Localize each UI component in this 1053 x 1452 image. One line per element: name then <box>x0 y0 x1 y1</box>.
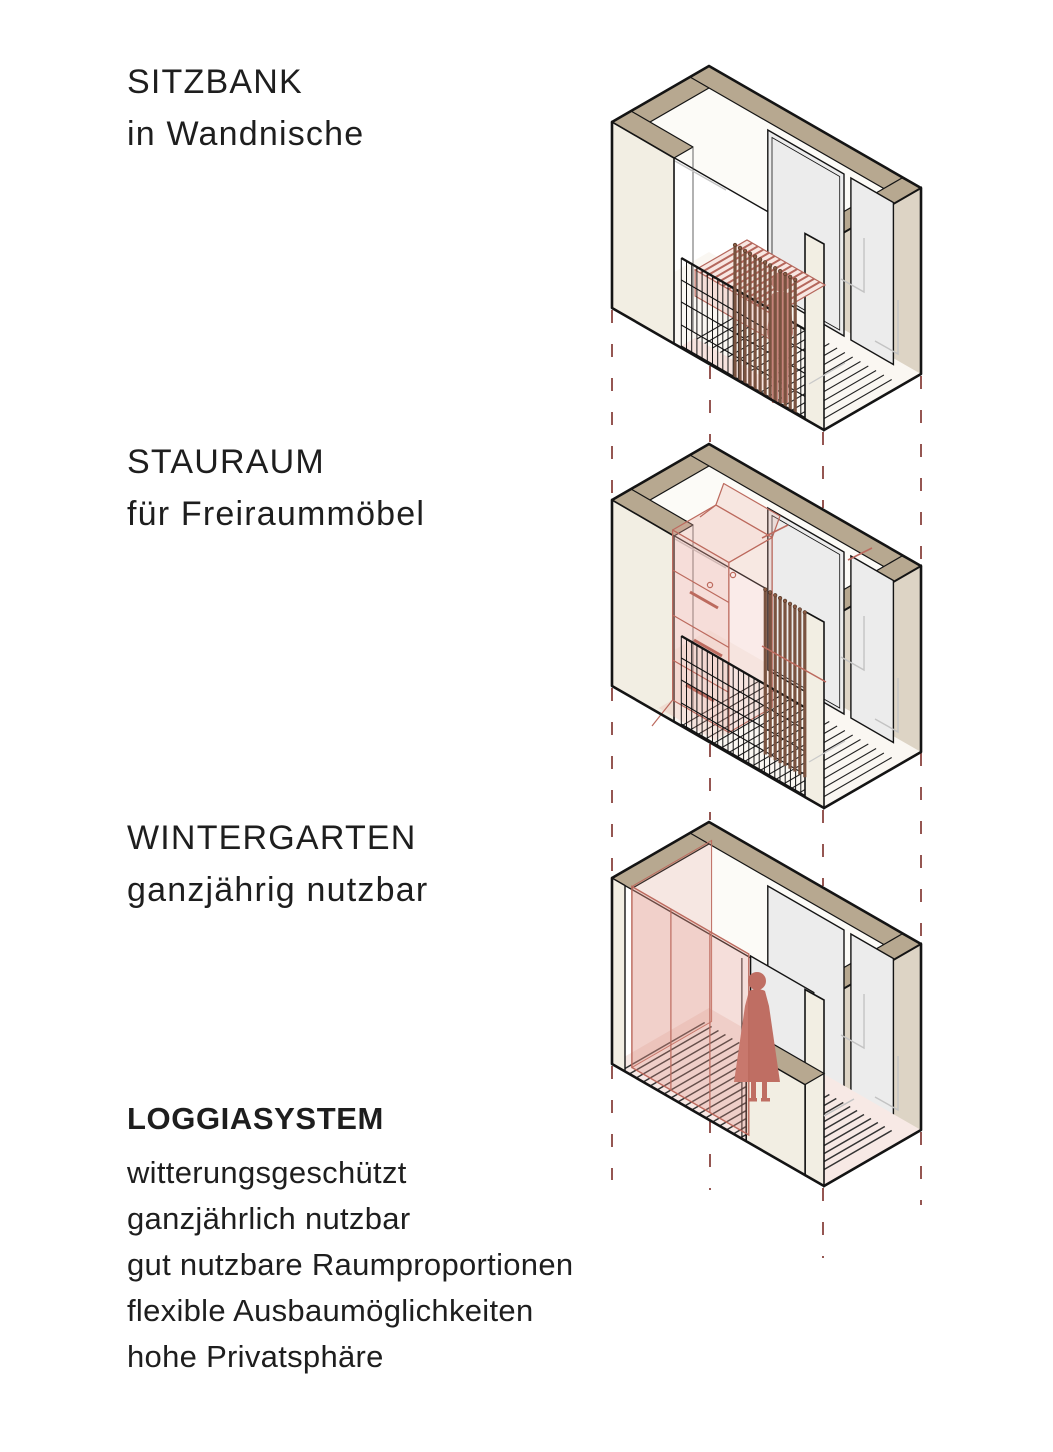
summary-item: gut nutzbare Raumproportionen <box>127 1247 574 1282</box>
label-sitzbank: SITZBANK in Wandnische <box>127 56 364 160</box>
diagram-wintergarten-drawing <box>610 820 923 1188</box>
person-figure <box>734 972 780 1102</box>
label-stauraum-title: STAURAUM <box>127 443 325 481</box>
label-stauraum: STAURAUM für Freiraummöbel <box>127 436 425 540</box>
summary-item: witterungsgeschützt <box>127 1155 407 1190</box>
label-sitzbank-subtitle: in Wandnische <box>127 115 365 153</box>
wintergarten-glazing <box>631 839 750 1137</box>
wood-slat-screen <box>732 242 798 414</box>
label-wintergarten-title: WINTERGARTEN <box>127 819 417 857</box>
wood-slat-screen <box>761 587 827 778</box>
window-open-ticks <box>761 524 873 561</box>
diagram-stauraum-drawing <box>610 442 923 810</box>
label-sitzbank-title: SITZBANK <box>127 63 303 101</box>
label-stauraum-subtitle: für Freiraummöbel <box>127 495 426 533</box>
label-wintergarten: WINTERGARTEN ganzjährig nutzbar <box>127 812 428 916</box>
summary-item: hohe Privatsphäre <box>127 1339 384 1374</box>
projection-guide-lines <box>611 310 922 1258</box>
summary-title: LOGGIASYSTEM <box>127 1101 384 1136</box>
loggiasystem-summary: LOGGIASYSTEM witterungsgeschützt ganzjäh… <box>127 1096 573 1380</box>
summary-item: ganzjährlich nutzbar <box>127 1201 411 1236</box>
label-wintergarten-subtitle: ganzjährig nutzbar <box>127 871 429 909</box>
storage-cabinet <box>651 482 781 741</box>
diagram-sitzbank-drawing <box>610 64 923 432</box>
summary-item: flexible Ausbaumöglichkeiten <box>127 1293 534 1328</box>
